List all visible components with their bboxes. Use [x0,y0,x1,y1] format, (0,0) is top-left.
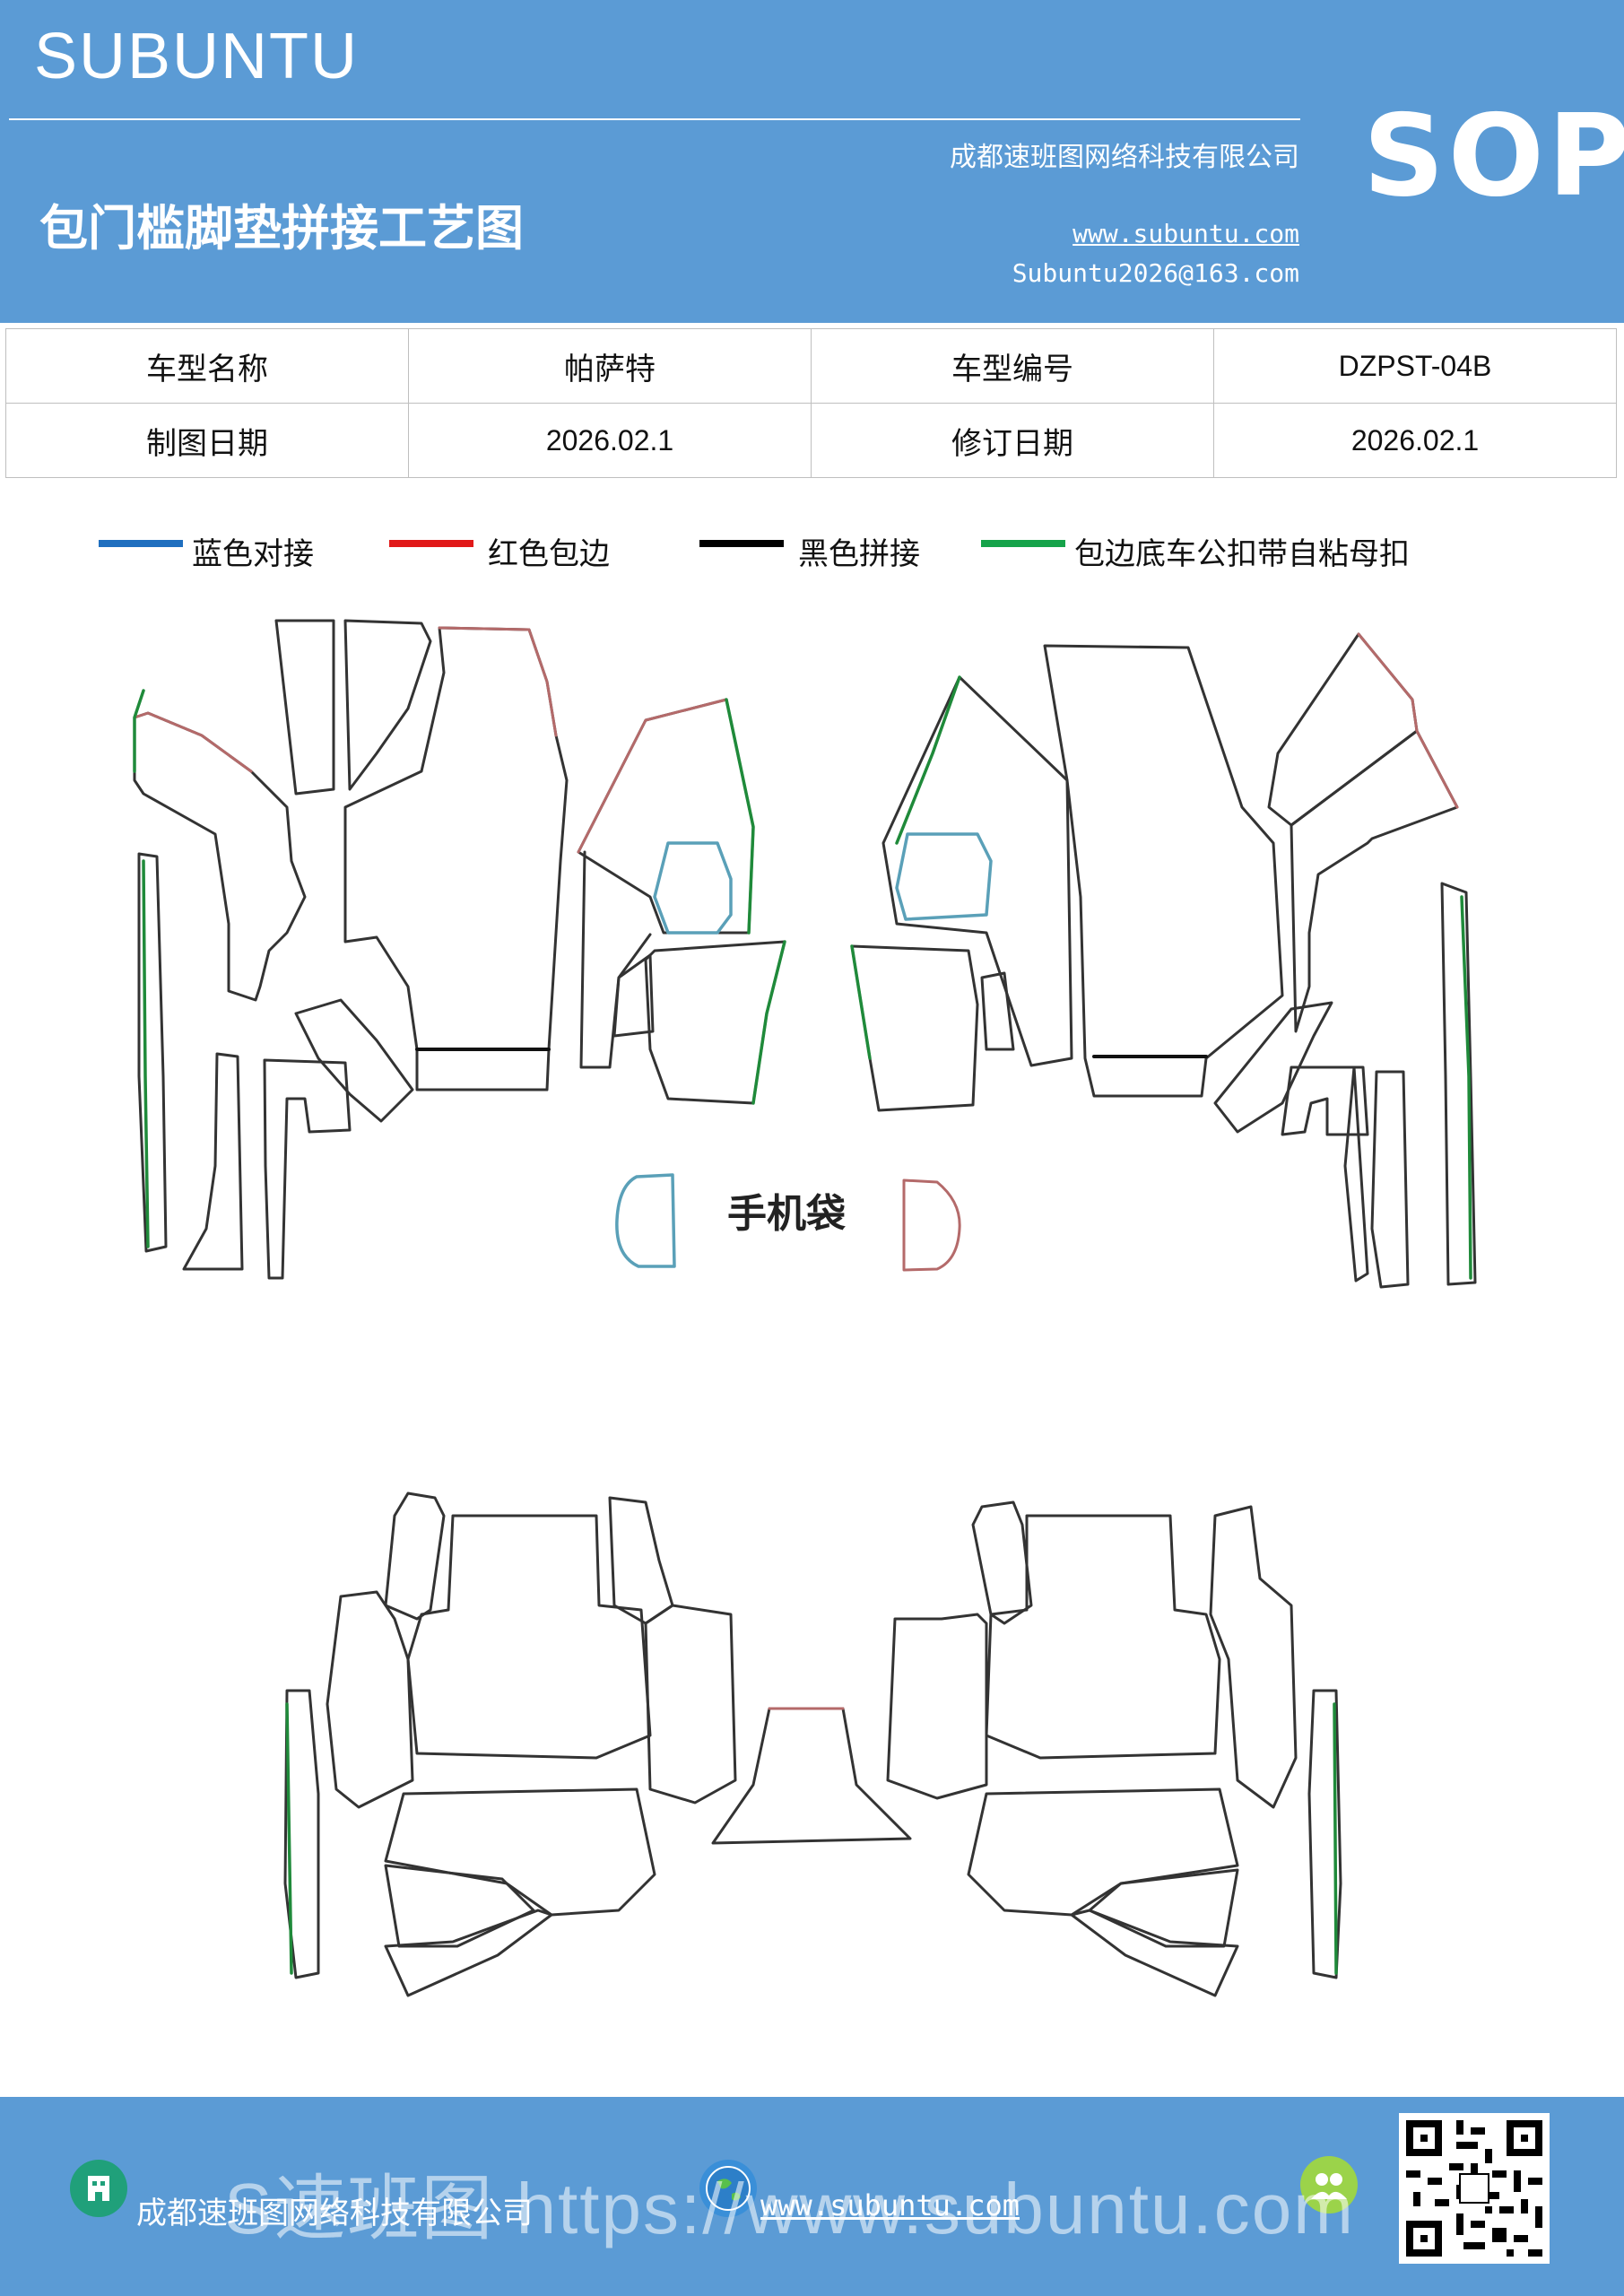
building-icon [70,2160,127,2217]
edge-green [142,859,150,1248]
edge-red [438,626,558,737]
mat-piece [1070,1909,1239,1997]
mat-piece [711,1707,912,1845]
phone-bag-label: 手机袋 [727,1191,846,1237]
table-row: 车型名称 帕萨特 车型编号 DZPST-04B [5,328,1617,404]
mat-piece [343,626,569,1051]
document-title: 包门槛脚垫拼接工艺图 [39,199,524,257]
brand-logo-text: SUBUNTU [34,21,360,92]
edge-green [1333,1702,1338,1975]
mat-piece [137,852,168,1253]
mat-piece [1088,1868,1239,1948]
vehicle-name-value: 帕萨特 [408,328,812,404]
mat-piece [608,1496,674,1625]
mat-piece [967,1787,1239,1917]
mat-piece [384,1909,553,1997]
mat-piece [1307,1689,1342,1979]
mat-piece [182,1052,244,1271]
front-right-mat-pieces [850,632,1477,1289]
sop-badge: SOP [1363,90,1624,222]
mat-piece [980,971,1015,1051]
mat-piece [384,1864,535,1948]
vehicle-info-table: 车型名称 帕萨特 车型编号 DZPST-04B 制图日期 2026.02.1 修… [5,328,1617,478]
mat-piece [612,953,655,1038]
mat-piece [971,1500,1033,1625]
mat-piece [274,619,335,796]
mat-piece [644,1604,737,1805]
header-divider [9,118,1300,120]
mat-piece [1281,1065,1369,1136]
legend-label: 黑色拼接 [798,536,920,572]
qr-code[interactable] [1399,2113,1550,2264]
legend-swatch-black [699,540,784,547]
mat-piece [1213,1001,1333,1134]
edge-red [133,711,253,773]
drawing-date-label: 制图日期 [5,403,409,478]
legend-swatch-blue [99,540,183,547]
mat-piece [283,1689,320,1979]
legend-label: 红色包边 [488,536,610,572]
edge-blue [895,832,993,921]
front-left-mat-pieces [133,619,786,1280]
mat-piece [881,675,1073,1067]
mat-piece [415,1048,551,1091]
mat-piece [384,1492,446,1621]
mat-piece [406,1514,652,1760]
edge-green [751,940,786,1105]
mat-piece [850,944,979,1112]
vehicle-code-label: 车型编号 [811,328,1214,404]
vehicle-name-label: 车型名称 [5,328,409,404]
mat-piece [1043,644,1284,1098]
phone-bag-pieces [615,1173,961,1272]
edge-green [850,944,872,1060]
rear-mat-pieces [283,1492,1342,1997]
mat-piece [1370,1070,1410,1289]
footer-banner: 成都速班图网络科技有限公司 www.subuntu.com S速班图 https… [0,2097,1624,2296]
revision-date-value: 2026.02.1 [1213,403,1617,478]
phone-bag-piece [615,1173,676,1268]
mat-piece [263,1058,352,1280]
edge-green [895,675,961,845]
mat-piece [985,1514,1221,1760]
edge-blue [653,841,733,935]
color-legend: 蓝色对接 红色包边 黑色拼接 包边底车公扣带自粘母扣 [0,529,1624,574]
mat-piece [1343,1065,1369,1283]
mat-piece [294,998,414,1123]
header-website-link[interactable]: www.subuntu.com [1073,219,1299,248]
edge-red [1357,632,1459,809]
header-banner: SUBUNTU SOP 包门槛脚垫拼接工艺图 成都速班图网络科技有限公司 www… [0,0,1624,323]
legend-label: 蓝色对接 [192,536,314,572]
edge-green [725,698,755,935]
mat-piece [1267,632,1419,827]
mat-piece [577,698,755,1069]
legend-label: 包边底车公扣带自粘母扣 [1074,536,1410,572]
mat-piece [326,1590,414,1809]
globe-icon [699,2160,757,2217]
footer-company-name: 成都速班图网络科技有限公司 [136,2196,533,2231]
mat-piece [343,619,432,791]
table-row: 制图日期 2026.02.1 修订日期 2026.02.1 [5,403,1617,478]
mat-piece [384,1787,656,1917]
mat-piece [1209,1505,1298,1809]
mat-piece [1440,882,1477,1286]
revision-date-label: 修订日期 [811,403,1214,478]
mat-piece [1290,729,1459,1033]
footer-website-link[interactable]: www.subuntu.com [760,2188,1020,2222]
drawing-date-value: 2026.02.1 [408,403,812,478]
phone-bag-piece [902,1178,961,1272]
people-icon [1300,2156,1358,2213]
legend-swatch-green [981,540,1065,547]
legend-swatch-red [389,540,473,547]
vehicle-code-value: DZPST-04B [1213,328,1617,404]
edge-green [285,1702,293,1975]
header-company-name: 成都速班图网络科技有限公司 [950,142,1299,173]
edge-green [1460,895,1472,1280]
footer-watermark: S速班图 https://www.subuntu.com [224,2169,1355,2248]
edge-green [133,689,145,773]
mat-piece [886,1613,988,1800]
edge-red [577,698,728,854]
header-email: Subuntu2026@163.com [1012,258,1299,288]
